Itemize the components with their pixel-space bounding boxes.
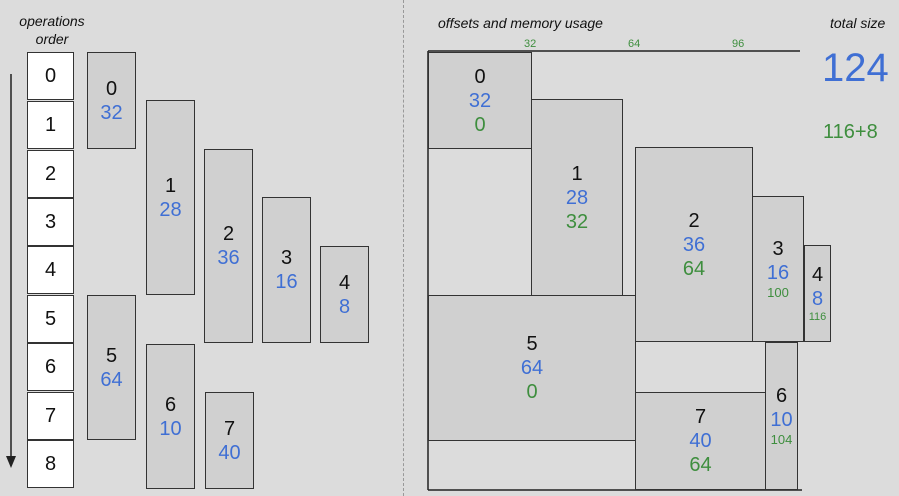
block-offset: 32 xyxy=(565,211,589,233)
lifetime-block-4: 4 8 xyxy=(320,246,369,343)
block-offset: 0 xyxy=(474,113,486,136)
order-cell-6: 6 xyxy=(27,343,74,391)
axis-tick-32: 32 xyxy=(524,38,537,50)
block-size: 8 xyxy=(811,287,824,310)
axis-tick-96: 96 xyxy=(732,38,745,50)
memory-block-1: 1 28 32 xyxy=(531,99,623,297)
block-size: 28 xyxy=(565,187,589,209)
block-size: 64 xyxy=(100,368,123,391)
block-id: 1 xyxy=(571,163,583,185)
memory-block-0: 0 32 0 xyxy=(428,52,532,149)
axis-tick-64: 64 xyxy=(628,38,641,50)
lifetime-block-5: 5 64 xyxy=(87,295,136,440)
total-size-header: total size xyxy=(830,15,886,31)
order-cell-3: 3 xyxy=(27,198,74,246)
memory-block-5: 5 64 0 xyxy=(428,295,636,441)
offsets-header: offsets and memory usage xyxy=(438,15,603,31)
block-offset: 104 xyxy=(770,432,793,448)
lifetime-block-7: 7 40 xyxy=(205,392,254,489)
panel-divider xyxy=(403,0,404,496)
order-cell-0: 0 xyxy=(27,52,74,100)
order-cell-2: 2 xyxy=(27,150,74,198)
block-size: 8 xyxy=(338,295,351,318)
order-cell-1: 1 xyxy=(27,101,74,149)
block-size: 32 xyxy=(100,101,123,124)
block-id: 4 xyxy=(811,263,824,286)
block-size: 10 xyxy=(159,417,182,440)
block-offset: 116 xyxy=(808,310,827,323)
block-id: 5 xyxy=(526,333,538,355)
block-id: 6 xyxy=(775,385,788,408)
block-id: 3 xyxy=(772,238,784,261)
order-cell-8: 8 xyxy=(27,440,74,488)
lifetime-block-2: 2 36 xyxy=(204,149,253,343)
block-size: 16 xyxy=(766,262,790,285)
down-arrow-icon xyxy=(6,74,16,468)
block-id: 0 xyxy=(105,77,118,100)
block-size: 28 xyxy=(159,198,182,221)
memory-block-3: 3 16 100 xyxy=(752,196,804,342)
block-size: 36 xyxy=(682,233,706,256)
block-id: 4 xyxy=(338,271,351,294)
block-id: 2 xyxy=(222,223,235,245)
lifetime-block-1: 1 28 xyxy=(146,100,195,295)
total-size-breakdown: 116+8 xyxy=(823,121,878,143)
operations-order-header: operations order xyxy=(19,13,85,47)
total-size-value: 124 xyxy=(822,46,889,90)
order-cell-7: 7 xyxy=(27,392,74,440)
block-offset: 64 xyxy=(682,257,706,280)
block-id: 5 xyxy=(105,344,118,367)
memory-block-6: 6 10 104 xyxy=(765,342,798,490)
order-cell-4: 4 xyxy=(27,246,74,294)
memory-block-2: 2 36 64 xyxy=(635,147,753,342)
block-size: 40 xyxy=(689,430,712,452)
block-id: 7 xyxy=(223,417,236,440)
lifetime-block-0: 0 32 xyxy=(87,52,136,149)
block-size: 36 xyxy=(217,247,240,269)
memory-block-7: 7 40 64 xyxy=(635,392,766,490)
memory-block-4: 4 8 116 xyxy=(804,245,831,342)
block-offset: 64 xyxy=(689,454,712,476)
block-offset: 0 xyxy=(526,381,538,403)
block-id: 6 xyxy=(164,393,177,416)
block-offset: 100 xyxy=(767,285,789,301)
block-id: 0 xyxy=(474,65,486,88)
block-id: 3 xyxy=(280,247,293,269)
block-id: 2 xyxy=(688,209,700,232)
lifetime-block-6: 6 10 xyxy=(146,344,195,489)
block-id: 7 xyxy=(694,406,707,428)
block-size: 64 xyxy=(520,357,544,379)
order-cell-5: 5 xyxy=(27,295,74,343)
block-size: 10 xyxy=(770,409,793,432)
block-size: 32 xyxy=(468,89,492,112)
block-size: 16 xyxy=(275,271,298,293)
block-size: 40 xyxy=(218,441,241,464)
block-id: 1 xyxy=(164,174,177,197)
lifetime-block-3: 3 16 xyxy=(262,197,311,343)
